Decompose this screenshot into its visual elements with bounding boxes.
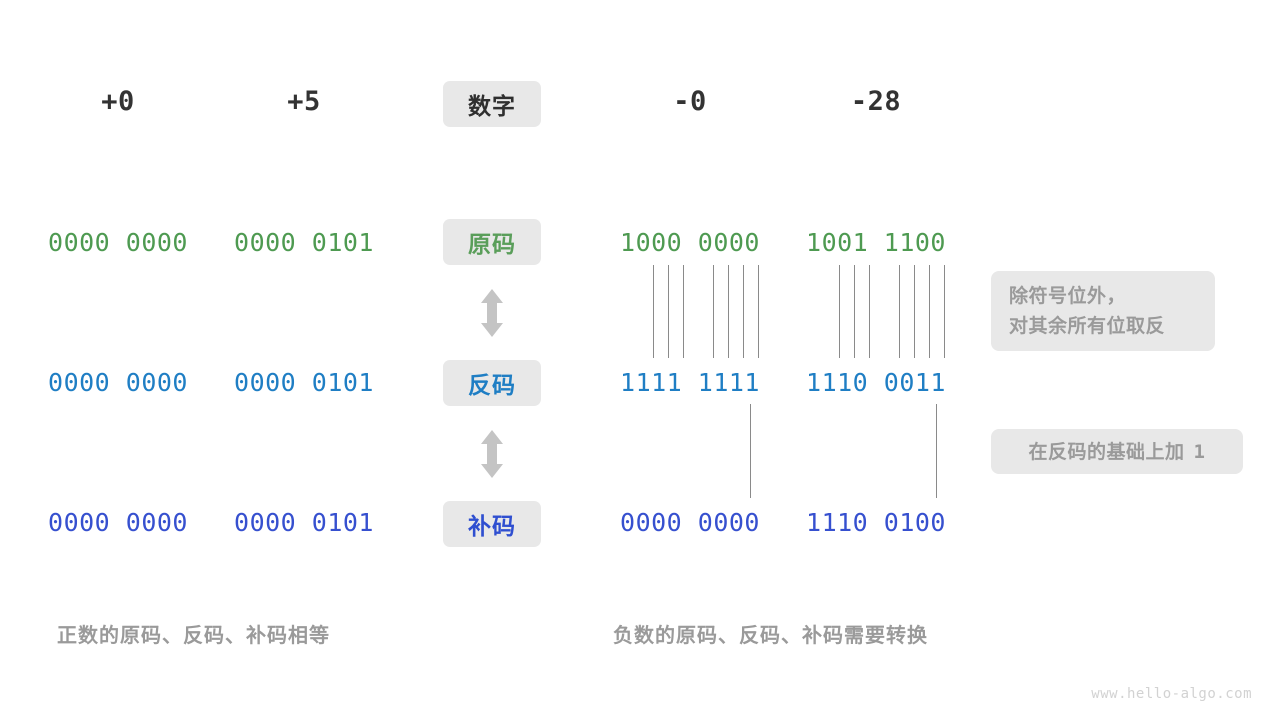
connector-line bbox=[839, 265, 840, 358]
connector-line bbox=[713, 265, 714, 358]
connector-line bbox=[683, 265, 684, 358]
header-minus-zero: -0 bbox=[673, 86, 707, 117]
bits-bu-plus-five: 0000 0101 bbox=[234, 508, 374, 537]
double-arrow-icon-lower bbox=[478, 430, 506, 478]
connector-line bbox=[914, 265, 915, 358]
bits-fan-minus-twentyeight: 1110 0011 bbox=[806, 368, 946, 397]
bits-yuan-plus-zero: 0000 0000 bbox=[48, 228, 188, 257]
connector-line bbox=[929, 265, 930, 358]
caption-negative: 负数的原码、反码、补码需要转换 bbox=[613, 623, 928, 647]
watermark: www.hello-algo.com bbox=[1091, 686, 1252, 702]
bits-yuan-plus-five: 0000 0101 bbox=[234, 228, 374, 257]
carry-line-minus-zero bbox=[750, 404, 751, 498]
note-add-one: 在反码的基础上加 1 bbox=[991, 429, 1243, 474]
chip-number-label: 数字 bbox=[443, 81, 541, 127]
connector-line bbox=[869, 265, 870, 358]
bits-fan-plus-five: 0000 0101 bbox=[234, 368, 374, 397]
bits-bu-minus-zero: 0000 0000 bbox=[620, 508, 760, 537]
connector-line bbox=[758, 265, 759, 358]
connector-line bbox=[728, 265, 729, 358]
bits-bu-plus-zero: 0000 0000 bbox=[48, 508, 188, 537]
connector-line bbox=[668, 265, 669, 358]
chip-yuanma-label: 原码 bbox=[443, 219, 541, 265]
note-add-one-text: 在反码的基础上加 bbox=[1028, 440, 1185, 463]
connector-line bbox=[944, 265, 945, 358]
note-invert-bits: 除符号位外， 对其余所有位取反 bbox=[991, 271, 1215, 351]
bits-fan-minus-zero: 1111 1111 bbox=[620, 368, 760, 397]
note-invert-line-1: 除符号位外， bbox=[1009, 285, 1127, 307]
connector-line bbox=[653, 265, 654, 358]
double-arrow-icon-upper bbox=[478, 289, 506, 337]
header-plus-five: +5 bbox=[287, 86, 321, 117]
caption-positive: 正数的原码、反码、补码相等 bbox=[57, 623, 330, 647]
bits-yuan-minus-zero: 1000 0000 bbox=[620, 228, 760, 257]
bits-bu-minus-twentyeight: 1110 0100 bbox=[806, 508, 946, 537]
connector-line bbox=[743, 265, 744, 358]
chip-fanma-label: 反码 bbox=[443, 360, 541, 406]
bits-yuan-minus-twentyeight: 1001 1100 bbox=[806, 228, 946, 257]
chip-buma-label: 补码 bbox=[443, 501, 541, 547]
connector-line bbox=[899, 265, 900, 358]
carry-line-minus-twentyeight bbox=[936, 404, 937, 498]
header-plus-zero: +0 bbox=[101, 86, 135, 117]
note-invert-line-2: 对其余所有位取反 bbox=[1009, 315, 1166, 337]
connector-line bbox=[854, 265, 855, 358]
note-add-one-value: 1 bbox=[1193, 440, 1206, 463]
header-minus-twentyeight: -28 bbox=[850, 86, 902, 117]
bits-fan-plus-zero: 0000 0000 bbox=[48, 368, 188, 397]
